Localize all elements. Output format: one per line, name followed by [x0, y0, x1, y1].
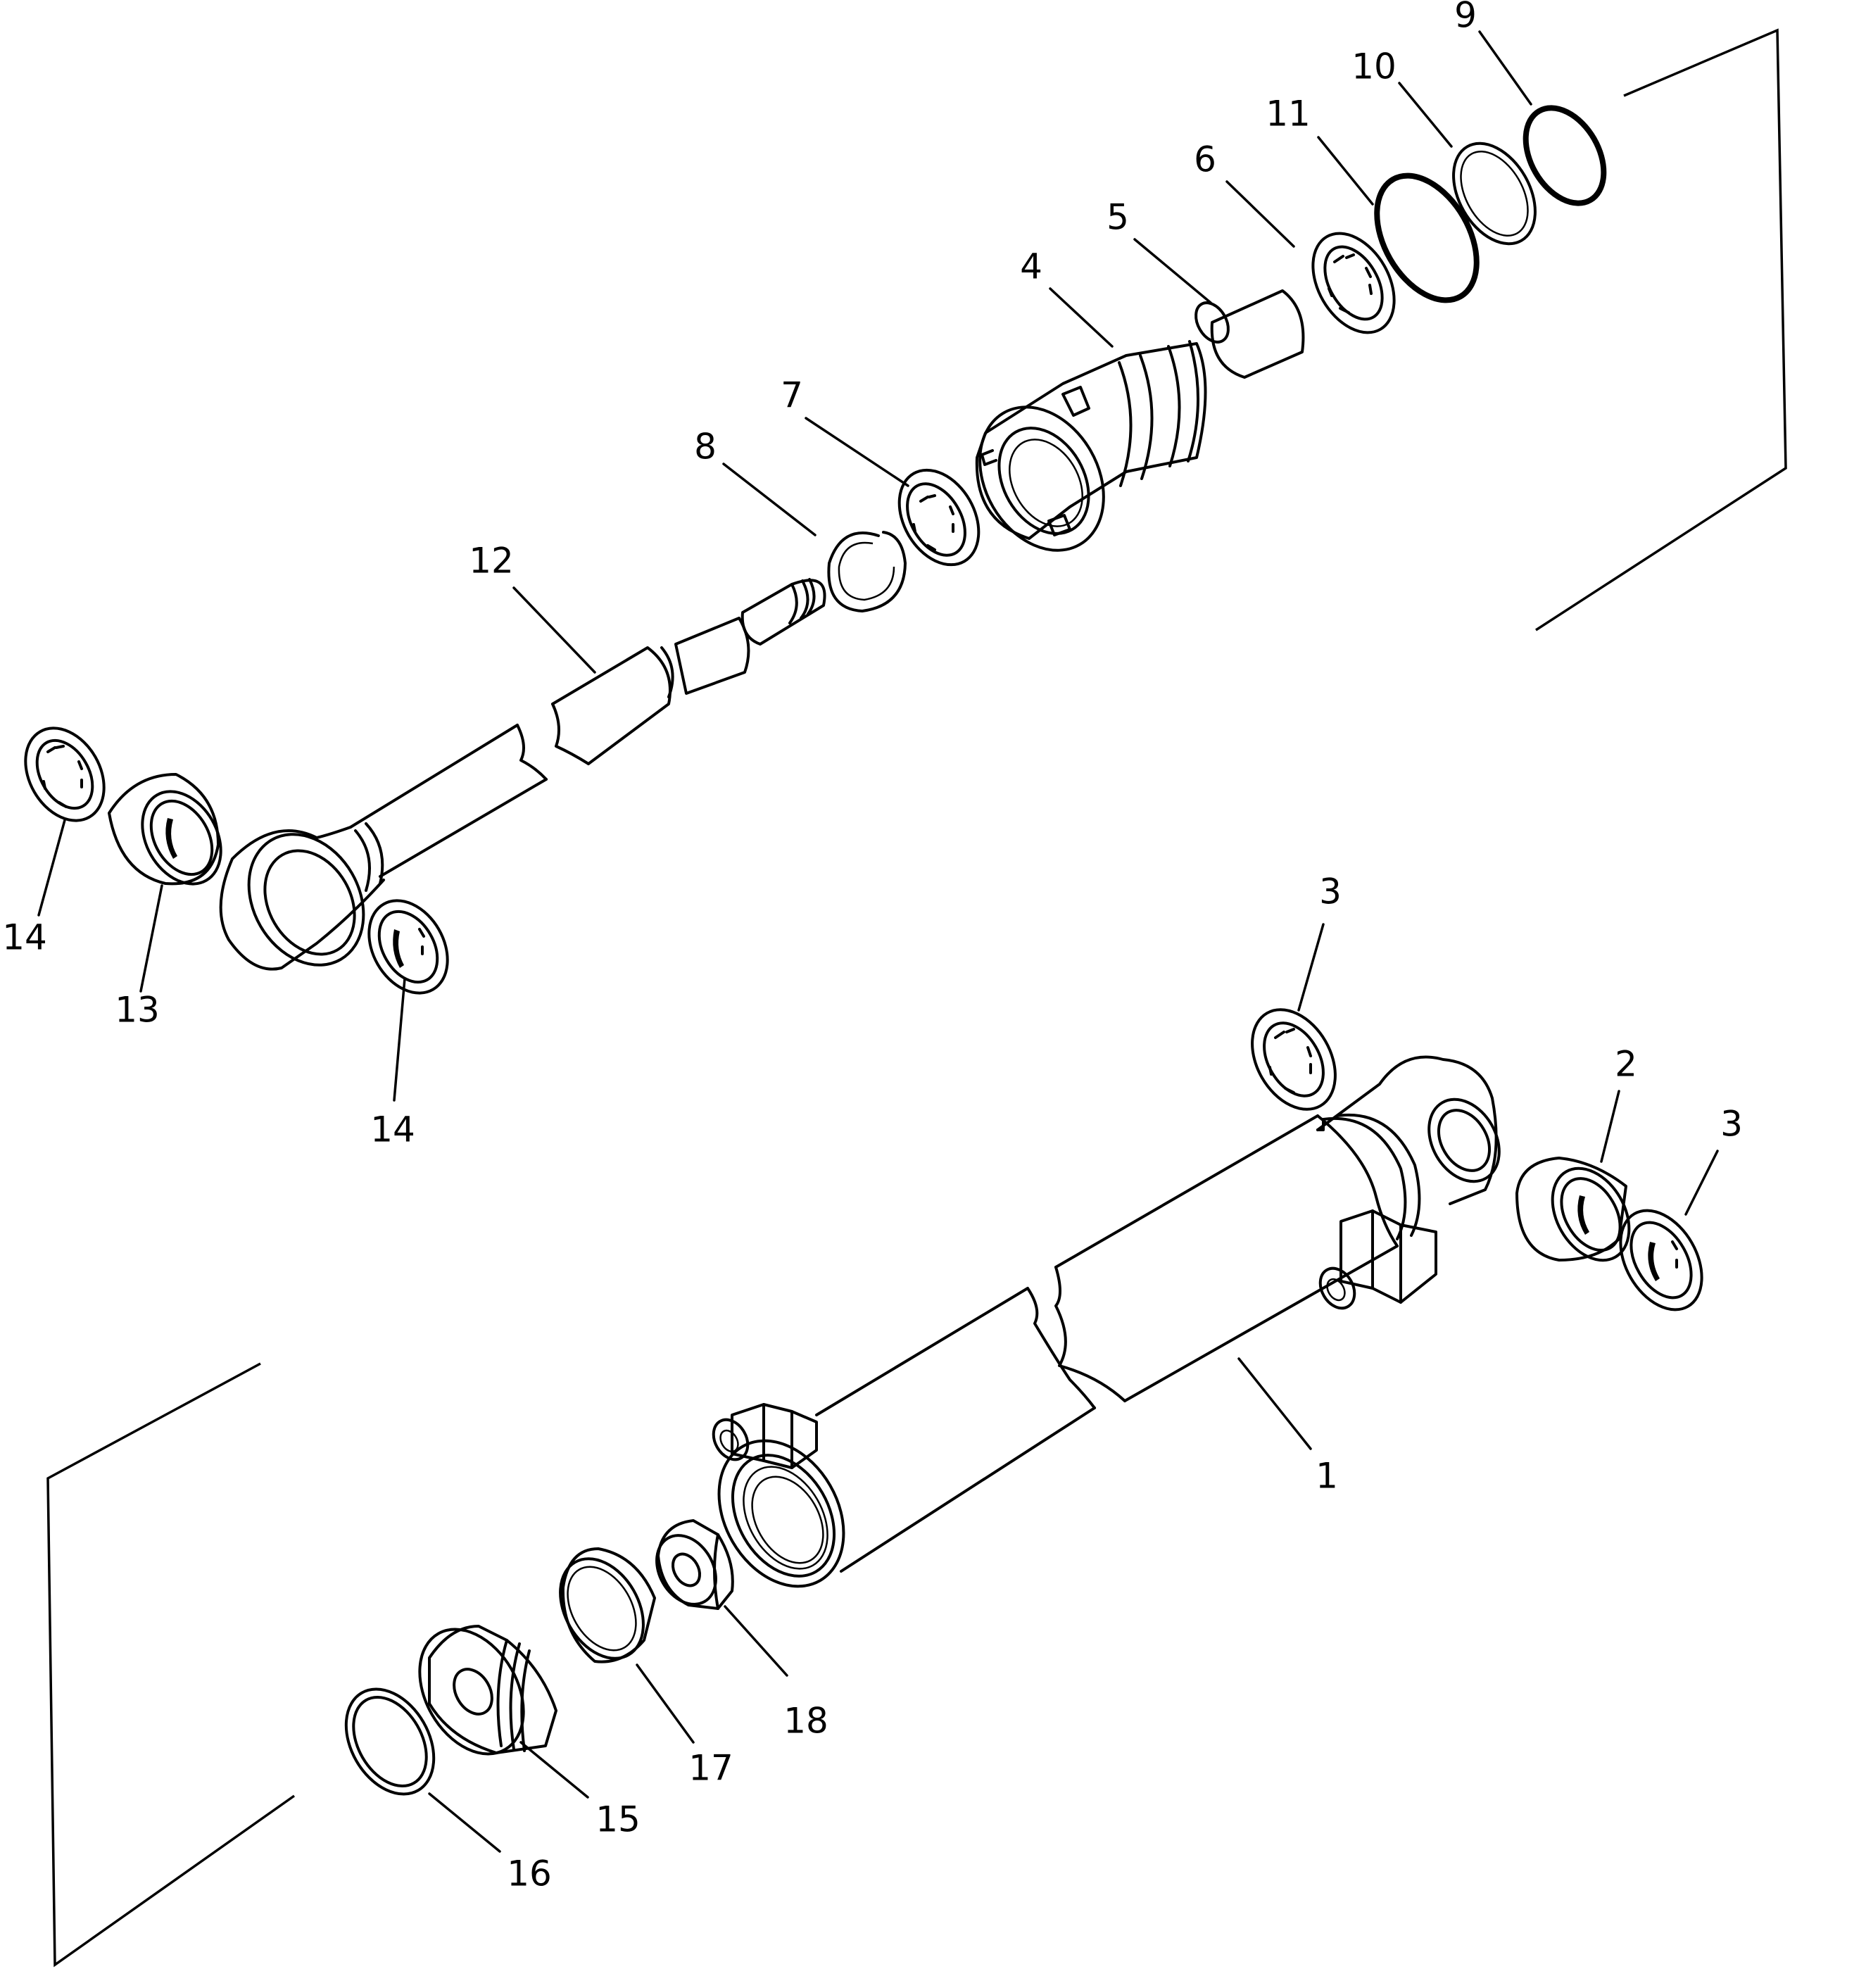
part-5-bushing [1194, 289, 1305, 379]
callout-7: 7 [781, 375, 803, 416]
part-7-dust-seal [897, 468, 981, 567]
part-2-bushing [1515, 1157, 1631, 1262]
part-13-bushing [108, 773, 222, 886]
part-3-seal-upper [1251, 1008, 1337, 1111]
callout-12: 12 [469, 541, 514, 581]
callout-14-right: 14 [370, 1109, 415, 1150]
part-1-cylinder-tube [712, 1055, 1501, 1588]
callout-2: 2 [1615, 1044, 1637, 1085]
callout-3-lower: 3 [1720, 1104, 1743, 1145]
part-11-o-ring [1374, 172, 1480, 303]
callout-1: 1 [1316, 1456, 1338, 1497]
callout-10: 10 [1351, 46, 1397, 87]
assembly-bracket-lines [46, 28, 1787, 1968]
callout-11: 11 [1266, 94, 1311, 134]
callout-16: 16 [507, 1854, 552, 1894]
part-18-nut [655, 1519, 734, 1610]
callout-4: 4 [1020, 246, 1042, 287]
callout-17: 17 [688, 1748, 733, 1789]
part-17-wear-ring [559, 1547, 656, 1663]
callout-3-upper: 3 [1319, 872, 1342, 912]
callout-labels: 1 2 3 3 4 5 6 7 8 9 10 11 12 13 14 14 15… [2, 0, 1743, 1894]
part-15-piston [418, 1625, 557, 1756]
part-14-seal-right [367, 899, 449, 995]
part-16-piston-ring [344, 1687, 436, 1796]
part-3-seal-lower [1619, 1209, 1703, 1311]
callout-6: 6 [1194, 139, 1216, 180]
part-4-cylinder-head [975, 340, 1207, 552]
callout-18: 18 [783, 1701, 828, 1742]
callout-14-left: 14 [2, 917, 47, 958]
callout-5: 5 [1107, 197, 1129, 238]
part-14-seal-left [24, 726, 106, 822]
part-8-snap-ring [827, 531, 907, 612]
callout-15: 15 [595, 1799, 641, 1840]
callout-9: 9 [1454, 0, 1477, 36]
part-12-piston-rod [219, 578, 826, 971]
part-6-seal [1311, 232, 1396, 334]
callout-13: 13 [115, 990, 160, 1031]
part-9-o-ring [1523, 105, 1607, 206]
leader-lines [37, 30, 1719, 1853]
part-10-backup-ring [1452, 141, 1537, 246]
callout-8: 8 [694, 427, 717, 467]
